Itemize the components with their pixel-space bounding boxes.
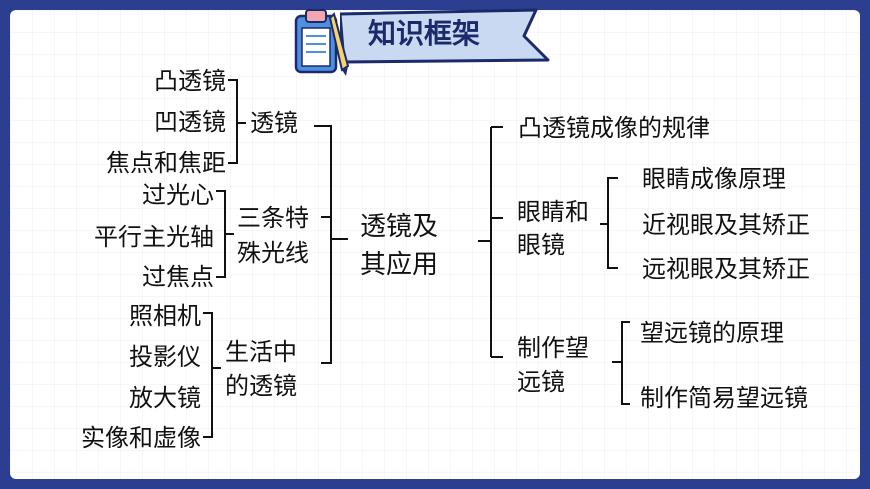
bracket-main-left: [314, 125, 348, 364]
life-item-3: 放大镜: [129, 384, 201, 412]
bracket-eye: [600, 177, 618, 269]
page-title: 知识框架: [368, 17, 481, 50]
rays-item-3: 过焦点: [142, 263, 214, 291]
bracket-life: [203, 312, 221, 438]
lens-item-2: 凹透镜: [154, 108, 226, 136]
rays-label-line-1: 三条特: [237, 204, 309, 232]
telescope-label-line-1: 制作望: [517, 334, 589, 362]
rays-item-1: 过光心: [142, 181, 214, 209]
eye-label-line-1: 眼睛和: [517, 198, 589, 226]
center-line-2: 其应用: [360, 250, 439, 280]
center-line-1: 透镜及: [360, 212, 439, 242]
bracket-rays: [216, 190, 234, 278]
life-item-1: 照相机: [129, 302, 201, 330]
bracket-lens: [228, 79, 246, 164]
eye-item-2: 近视眼及其矫正: [642, 211, 810, 239]
bracket-telescope: [612, 321, 630, 405]
life-label-line-1: 生活中: [225, 338, 297, 366]
telescope-item-2: 制作简易望远镜: [640, 384, 808, 412]
lens-label: 透镜: [250, 109, 298, 137]
telescope-label-line-2: 远镜: [517, 368, 565, 396]
life-item-2: 投影仪: [129, 343, 201, 371]
rays-item-2: 平行主光轴: [94, 223, 214, 251]
eye-label-line-2: 眼镜: [517, 231, 565, 259]
eye-item-3: 远视眼及其矫正: [642, 255, 810, 283]
life-label-line-2: 的透镜: [225, 372, 297, 400]
life-item-4: 实像和虚像: [81, 424, 201, 452]
clipboard-icon: [294, 9, 350, 76]
lens-item-1: 凸透镜: [154, 67, 226, 95]
content-card: [10, 10, 860, 479]
eye-item-1: 眼睛成像原理: [642, 165, 786, 193]
pencil-icon: [328, 12, 350, 76]
right-rule: 凸透镜成像的规律: [518, 114, 710, 142]
rays-label-line-2: 殊光线: [237, 239, 309, 267]
lens-item-3: 焦点和焦距: [106, 149, 226, 177]
bracket-main-right: [478, 126, 503, 358]
telescope-item-1: 望远镜的原理: [640, 319, 784, 347]
